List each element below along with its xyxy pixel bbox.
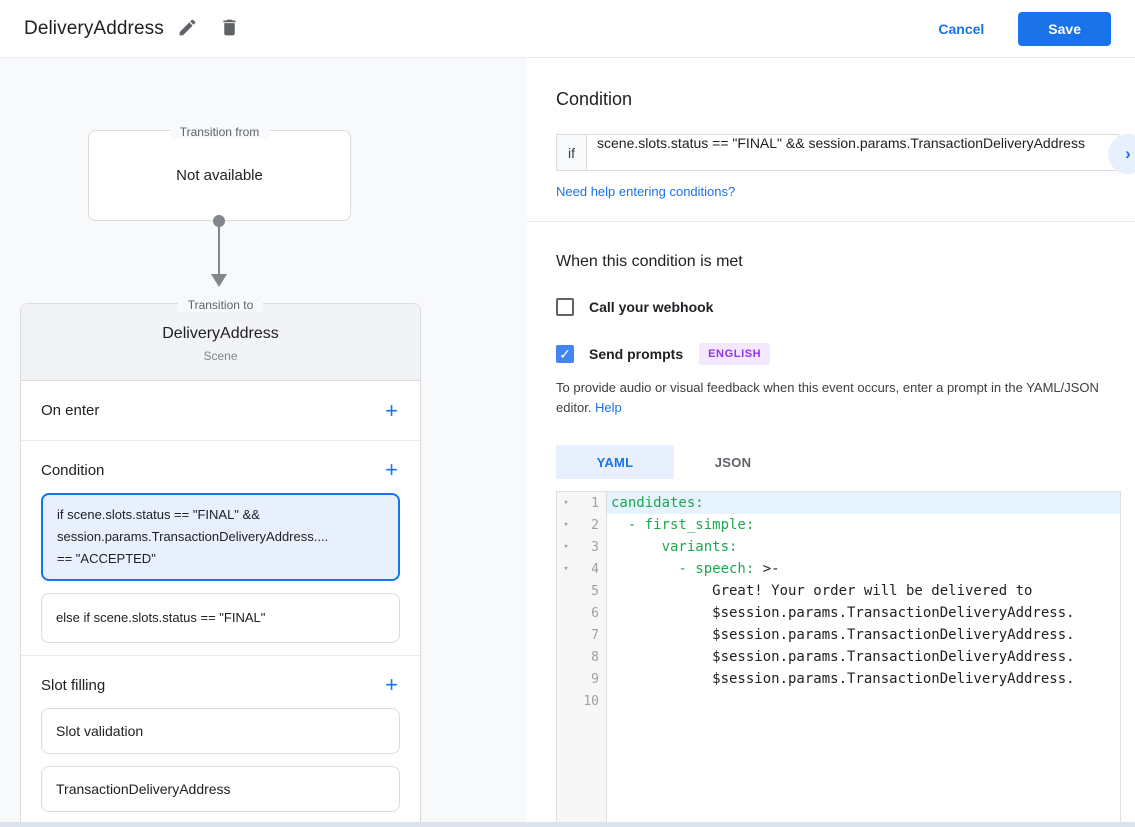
check-icon: ✓ bbox=[559, 346, 571, 362]
gutter-line[interactable]: 10 bbox=[557, 690, 606, 712]
tab-json[interactable]: JSON bbox=[714, 454, 752, 470]
condition-section-head[interactable]: Condition + bbox=[21, 441, 420, 493]
connector-line bbox=[218, 226, 220, 276]
gutter-line[interactable]: ▾3 bbox=[557, 536, 606, 558]
tab-yaml[interactable]: YAML bbox=[556, 445, 674, 479]
webhook-label: Call your webhook bbox=[589, 299, 714, 315]
editor-tabs: YAML JSON bbox=[556, 445, 1135, 479]
collapse-panel-button[interactable]: › bbox=[1108, 134, 1135, 174]
top-header-bar: DeliveryAddress Cancel Save bbox=[0, 0, 1135, 58]
chevron-right-icon: › bbox=[1125, 144, 1131, 163]
language-badge: ENGLISH bbox=[699, 343, 771, 365]
code-line[interactable]: Great! Your order will be delivered to bbox=[611, 583, 1033, 599]
prompts-description: To provide audio or visual feedback when… bbox=[556, 380, 1099, 415]
line-number: 7 bbox=[591, 627, 599, 643]
send-prompts-checkbox[interactable]: ✓ bbox=[556, 345, 574, 363]
delete-scene-button[interactable] bbox=[212, 11, 248, 47]
condition-chip-else[interactable]: else if scene.slots.status == "FINAL" bbox=[41, 593, 400, 643]
slot-filling-section-head[interactable]: Slot filling + bbox=[21, 656, 420, 708]
add-condition-icon[interactable]: + bbox=[385, 457, 398, 482]
scene-name: DeliveryAddress bbox=[162, 325, 279, 342]
webhook-check-row[interactable]: Call your webhook bbox=[556, 298, 1135, 316]
trash-icon bbox=[219, 17, 240, 41]
when-met-title: When this condition is met bbox=[556, 253, 743, 270]
transition-from-value: Not available bbox=[176, 167, 263, 184]
line-number: 4 bbox=[591, 561, 599, 577]
transition-to-card: Transition to DeliveryAddress Scene On e… bbox=[20, 298, 421, 827]
code-line[interactable]: $session.params.TransactionDeliveryAddre… bbox=[611, 627, 1075, 643]
save-button[interactable]: Save bbox=[1018, 11, 1111, 46]
slot-validation-item[interactable]: Slot validation bbox=[41, 708, 400, 754]
condition-expression-row: if scene.slots.status == "FINAL" && sess… bbox=[556, 134, 1119, 171]
edit-title-button[interactable] bbox=[170, 11, 206, 47]
divider bbox=[21, 655, 420, 656]
help-link[interactable]: Help bbox=[595, 400, 622, 415]
gutter-line[interactable]: ▾4 bbox=[557, 558, 606, 580]
line-number: 1 bbox=[591, 495, 599, 511]
scene-type-label: Scene bbox=[203, 349, 238, 363]
code-line[interactable]: $session.params.TransactionDeliveryAddre… bbox=[611, 671, 1075, 687]
bottom-scrollbar[interactable] bbox=[0, 822, 1135, 827]
condition-detail-panel: › Condition if scene.slots.status == "FI… bbox=[527, 58, 1135, 827]
send-prompts-check-row[interactable]: ✓ Send prompts ENGLISH bbox=[556, 343, 1135, 365]
code-line[interactable]: - first_simple: bbox=[611, 517, 755, 533]
on-enter-row[interactable]: On enter + bbox=[21, 381, 420, 441]
arrow-down-icon bbox=[211, 274, 227, 287]
panel-divider bbox=[527, 221, 1135, 222]
code-line[interactable]: $session.params.TransactionDeliveryAddre… bbox=[611, 605, 1075, 621]
line-number: 6 bbox=[591, 605, 599, 621]
gutter-line[interactable]: 6 bbox=[557, 602, 606, 624]
condition-chip-selected[interactable]: if scene.slots.status == "FINAL" && sess… bbox=[41, 493, 400, 581]
transition-to-legend: Transition to bbox=[21, 296, 420, 314]
scene-card-header[interactable]: DeliveryAddress Scene bbox=[21, 304, 420, 381]
transition-from-legend: Transition from bbox=[89, 123, 350, 141]
line-number: 9 bbox=[591, 671, 599, 687]
condition-section-label: Condition bbox=[41, 461, 105, 479]
pencil-icon bbox=[177, 17, 198, 41]
gutter-line[interactable]: 7 bbox=[557, 624, 606, 646]
condition-panel-title: Condition bbox=[556, 89, 633, 109]
add-slot-icon[interactable]: + bbox=[385, 672, 398, 697]
transition-from-box: Transition from Not available bbox=[88, 125, 351, 221]
webhook-checkbox[interactable] bbox=[556, 298, 574, 316]
code-line[interactable]: - speech: >- bbox=[611, 561, 780, 577]
fold-arrow-icon[interactable]: ▾ bbox=[563, 498, 569, 508]
line-number: 2 bbox=[591, 517, 599, 533]
add-on-enter-icon[interactable]: + bbox=[385, 397, 398, 423]
line-number: 10 bbox=[583, 693, 599, 709]
gutter-line[interactable]: 5 bbox=[557, 580, 606, 602]
fold-arrow-icon[interactable]: ▾ bbox=[563, 520, 569, 530]
editor-code-area[interactable]: candidates: - first_simple: variants: - … bbox=[607, 492, 1120, 827]
fold-arrow-icon[interactable]: ▾ bbox=[563, 564, 569, 574]
send-prompts-label: Send prompts bbox=[589, 346, 684, 362]
connector-dot bbox=[213, 215, 225, 227]
gutter-line[interactable]: 8 bbox=[557, 646, 606, 668]
line-number: 3 bbox=[591, 539, 599, 555]
condition-help-link[interactable]: Need help entering conditions? bbox=[556, 184, 736, 199]
page-title: DeliveryAddress bbox=[24, 17, 164, 39]
fold-arrow-icon[interactable]: ▾ bbox=[563, 542, 569, 552]
gutter-line[interactable]: ▾2 bbox=[557, 514, 606, 536]
scene-flow-panel: Transition from Not available Transition… bbox=[0, 58, 527, 827]
slot-transaction-item[interactable]: TransactionDeliveryAddress bbox=[41, 766, 400, 812]
slot-filling-label: Slot filling bbox=[41, 676, 106, 694]
code-line[interactable] bbox=[607, 690, 1120, 712]
code-line[interactable]: $session.params.TransactionDeliveryAddre… bbox=[611, 649, 1075, 665]
condition-expression-input[interactable]: scene.slots.status == "FINAL" && session… bbox=[586, 134, 1119, 171]
code-line[interactable]: variants: bbox=[611, 539, 738, 555]
gutter-line[interactable]: ▾1 bbox=[557, 492, 606, 514]
if-prefix-label: if bbox=[556, 134, 586, 171]
code-line[interactable]: candidates: bbox=[607, 492, 1120, 514]
line-number: 8 bbox=[591, 649, 599, 665]
on-enter-label: On enter bbox=[41, 402, 100, 419]
line-number: 5 bbox=[591, 583, 599, 599]
gutter-line[interactable]: 9 bbox=[557, 668, 606, 690]
cancel-button[interactable]: Cancel bbox=[922, 13, 1000, 45]
